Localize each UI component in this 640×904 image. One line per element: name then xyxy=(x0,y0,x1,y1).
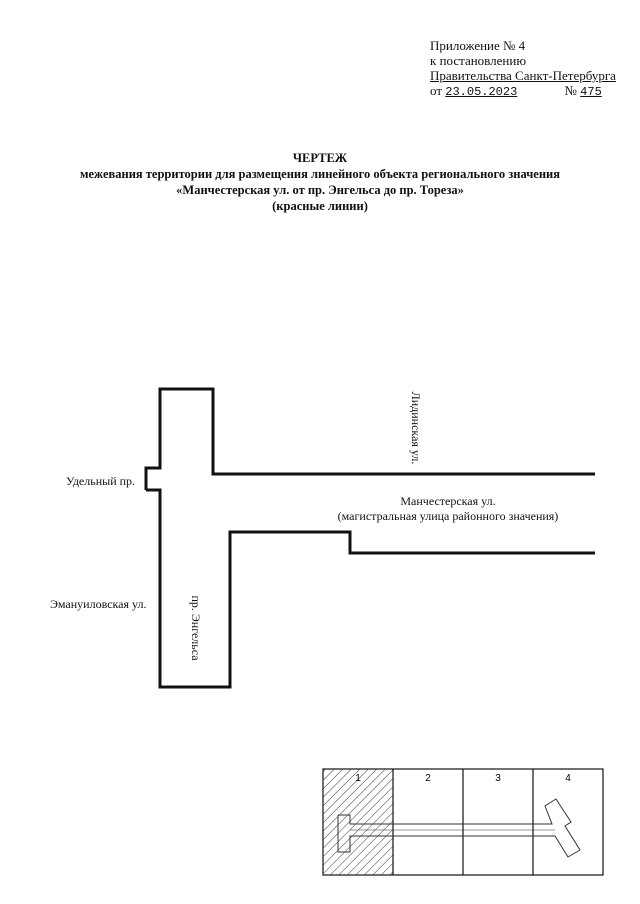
sheet-1-label: 1 xyxy=(355,773,361,784)
appendix-block: Приложение № 4 к постановлению Правитель… xyxy=(430,38,616,100)
udelny-street-label: Удельный пр. xyxy=(66,474,136,488)
sheet-key-map: 1 2 3 4 xyxy=(322,768,604,876)
appendix-line1: Приложение № 4 xyxy=(430,38,526,53)
engelsa-avenue-label: пр. Энгельса xyxy=(189,595,203,661)
sheet-4-label: 4 xyxy=(565,773,571,784)
appendix-line3: Правительства Санкт-Петербурга xyxy=(430,68,616,83)
red-line-north xyxy=(144,387,595,490)
red-line-south xyxy=(146,488,595,689)
number-prefix: № xyxy=(564,83,577,98)
decree-number: 475 xyxy=(580,85,602,99)
document-title: ЧЕРТЕЖ межевания территории для размещен… xyxy=(0,150,640,214)
lidinskaya-label-wrap: Лидинская ул. xyxy=(407,388,423,468)
title-heading: ЧЕРТЕЖ xyxy=(292,151,348,165)
engelsa-label-wrap: пр. Энгельса xyxy=(185,588,205,668)
decree-date: 23.05.2023 xyxy=(445,85,518,99)
lidinskaya-street-label: Лидинская ул. xyxy=(409,391,423,465)
sheet-3-label: 3 xyxy=(495,773,501,784)
manchesterskaya-label-block: Манчестерская ул. (магистральная улица р… xyxy=(318,494,578,524)
title-line1: межевания территории для размещения лине… xyxy=(79,167,561,181)
appendix-line2: к постановлению xyxy=(430,53,527,68)
title-line3: (красные линии) xyxy=(272,199,368,213)
title-line2: «Манчестерская ул. от пр. Энгельса до пр… xyxy=(176,183,464,197)
sheet-1-hatched xyxy=(323,769,393,875)
from-prefix: от xyxy=(430,83,443,98)
emanuilovskaya-street-label: Эмануиловская ул. xyxy=(50,597,147,611)
manchesterskaya-note: (магистральная улица районного значения) xyxy=(337,509,559,523)
appendix-date-line: от 23.05.2023 № 475 xyxy=(430,83,616,100)
manchesterskaya-street-label: Манчестерская ул. xyxy=(400,494,496,508)
sheet-2-label: 2 xyxy=(425,773,431,784)
key-map-road-outline xyxy=(337,798,581,858)
